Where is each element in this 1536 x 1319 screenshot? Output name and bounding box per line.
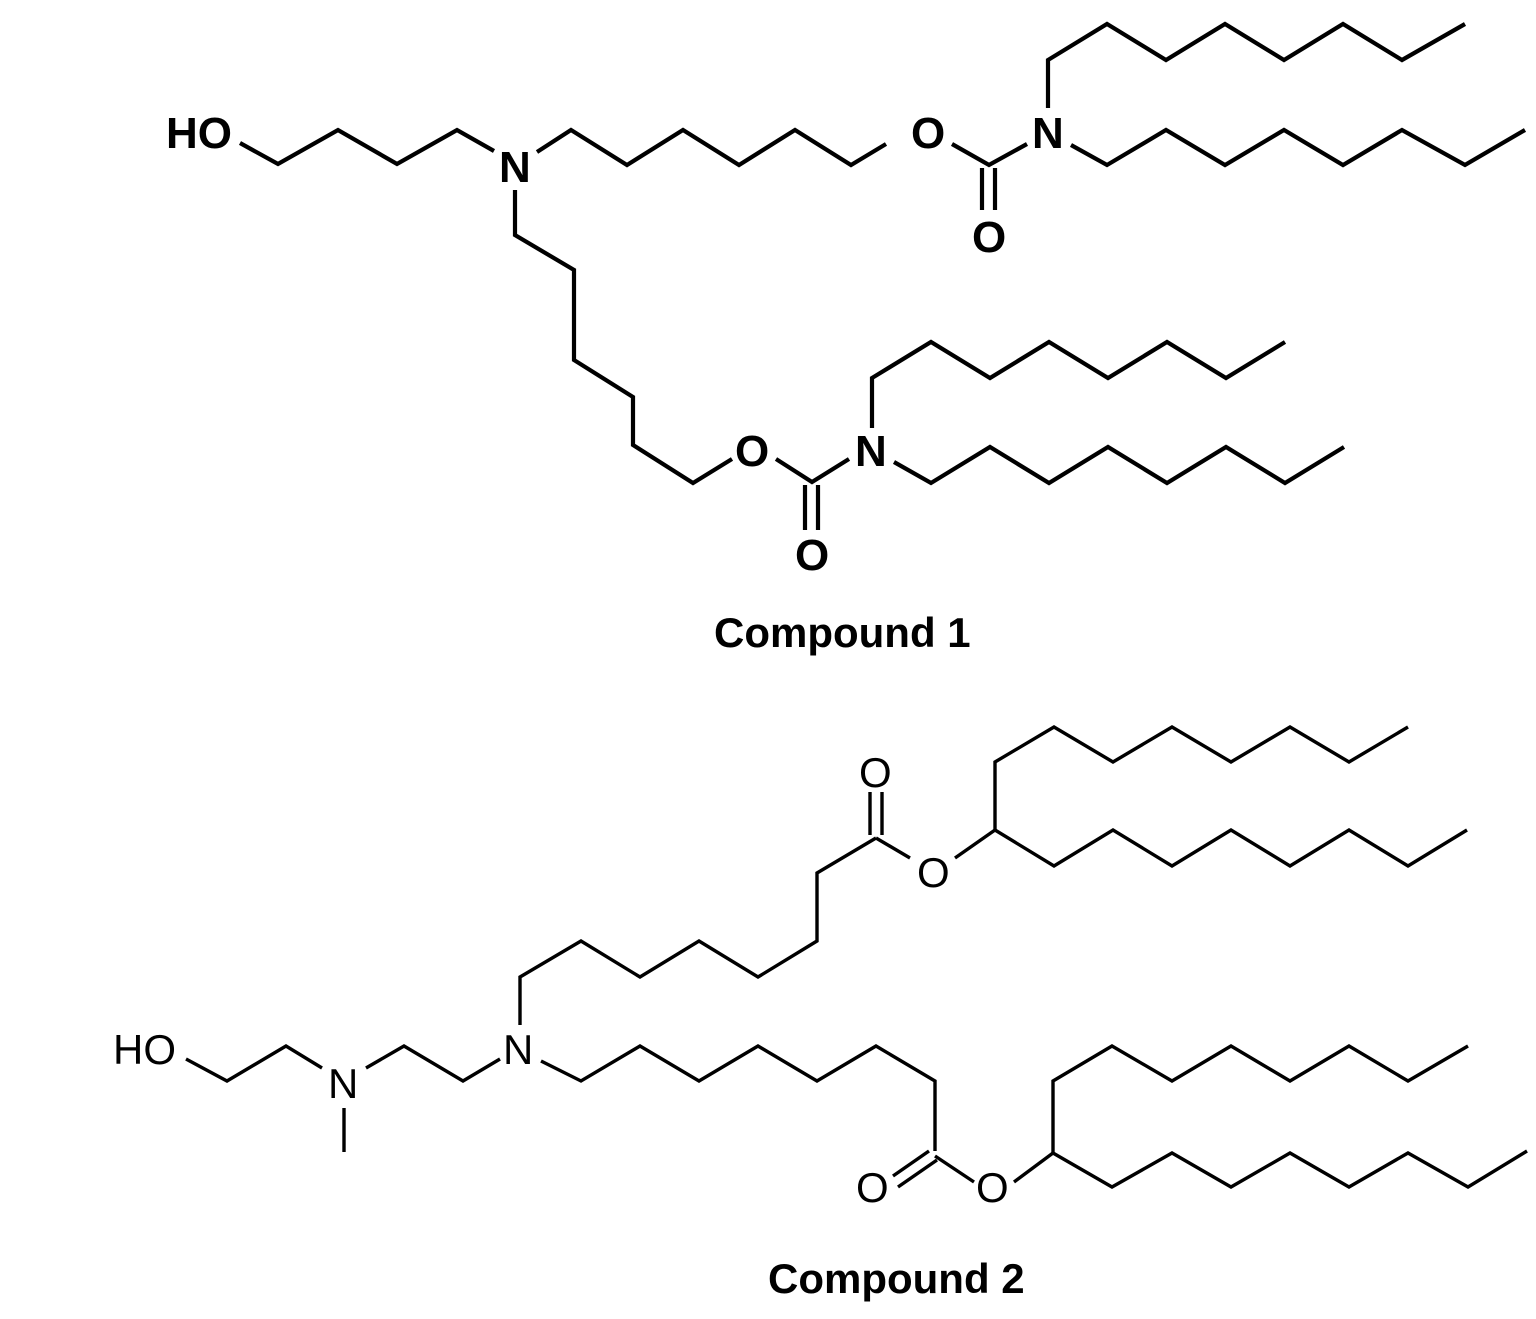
compound-1-structure: HO N O N O O N O [166,21,1527,580]
compound-1-octyl-chain-1 [1045,21,1467,108]
compound-2-heptadecyl-branch-1b [994,828,1468,868]
compound-2-octanoyl-chain-1 [518,836,877,1025]
compound-2-heptadecyl-branch-1a [993,725,1409,830]
compound-2-hydroxyl-label: HO [113,1026,176,1073]
compound-2-heptadecyl-branch-2a [1051,1044,1469,1153]
compound-2-structure: HO N N O O O O [113,725,1528,1211]
compound-2-methylamine-n-label: N [328,1060,358,1107]
compound-1-carbamate-2-bonds [774,457,851,485]
compound-1-carbamate-2-o-label: O [735,427,769,476]
compound-2-ester-1-alkoxy-bond [954,828,996,860]
compound-1-hexyl-chain-top [535,127,888,168]
compound-1-amine-n-label: N [499,143,531,192]
compound-1-caption: Compound 1 [714,609,971,656]
compound-1-octyl-chain-3 [869,339,1287,428]
compound-2-ethylene-linker [365,1044,501,1083]
compound-2-octanoyl-chain-2 [540,1044,937,1151]
compound-2-amine-n-label: N [503,1026,533,1073]
compound-2-ester-2-double-bond-b [897,1158,938,1189]
compound-2-ester-2-alkoxy-bond [1012,1151,1055,1184]
compound-1-carbonyl-2-o-label: O [795,531,829,580]
compound-2-caption: Compound 2 [768,1255,1025,1302]
compound-2-ester-2-o-bond [934,1154,975,1184]
compound-1-hydroxyl-label: HO [166,109,232,158]
compound-2-ester-1-o-bond [875,836,911,860]
compound-1-carbamate-1-o-label: O [911,109,945,158]
compound-2-heptadecyl-branch-2b [1052,1149,1528,1189]
compound-2-ester-2-carbonyl-o-label: O [856,1164,889,1211]
compound-2-ester-2-o-label: O [976,1164,1009,1211]
compound-1-carbonyl-1-o-label: O [972,213,1006,262]
compound-2-ester-1-o-label: O [917,849,950,896]
compound-1-hydroxybutyl-chain [238,127,496,167]
compound-1-octyl-chain-4 [892,444,1346,486]
compound-1-octyl-chain-2 [1069,127,1527,168]
compound-2-ester-2-double-bond-a [892,1149,930,1178]
compound-1-carbamate-1-bonds [950,142,1029,168]
compound-1-carbamate-2-n-label: N [855,427,887,476]
compound-2-hydroxyethyl-chain [185,1044,323,1083]
compound-1-carbamate-1-n-label: N [1032,109,1064,158]
compound-2-ester-1-carbonyl-o-label: O [859,749,892,796]
compound-1-hexyl-chain-bottom [512,190,734,486]
